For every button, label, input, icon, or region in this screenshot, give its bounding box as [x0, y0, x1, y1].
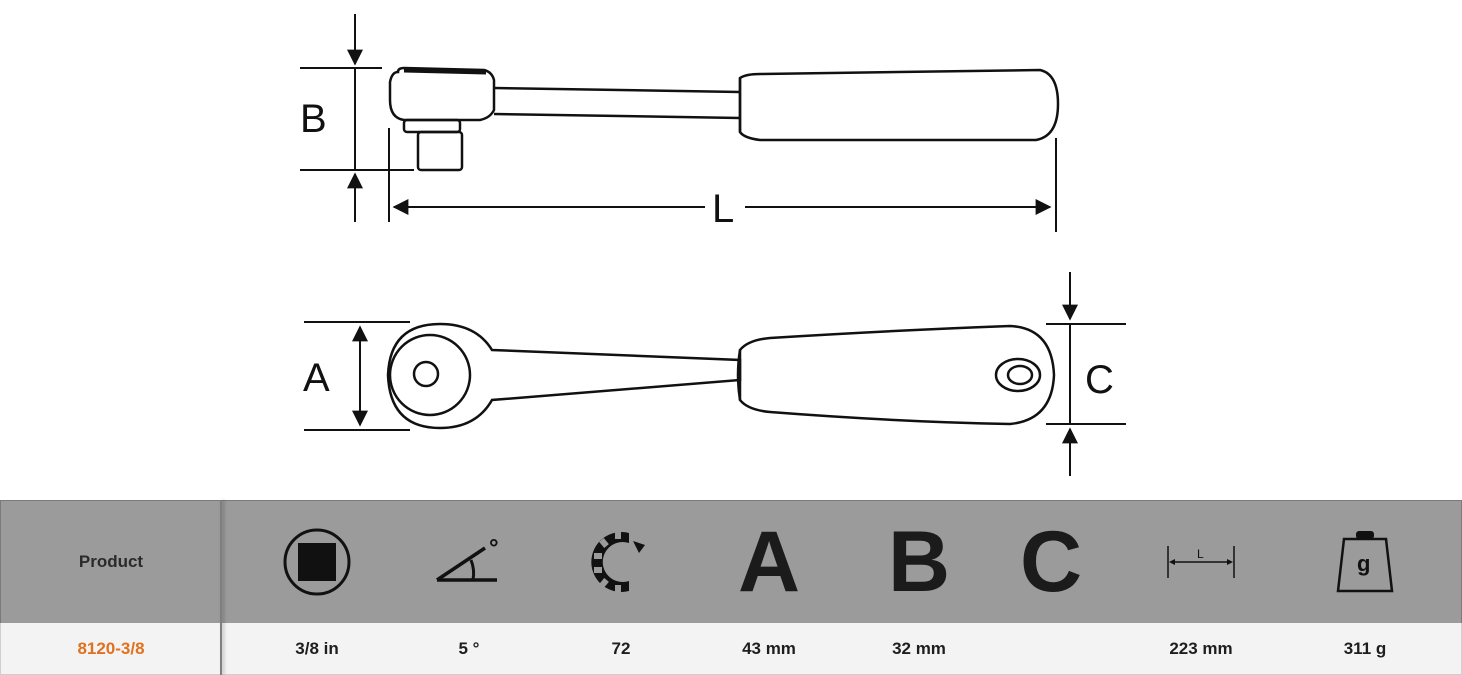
teeth-value: 72: [611, 638, 631, 658]
dimension-l: [388, 128, 1057, 232]
dimension-c-icon: C: [1019, 514, 1083, 610]
side-view: [388, 66, 1060, 172]
weight-g-icon: g: [1323, 501, 1407, 623]
column-separator: [220, 500, 222, 675]
svg-text:g: g: [1357, 551, 1370, 576]
svg-text:L: L: [1197, 547, 1204, 561]
angle-value: 5 °: [458, 638, 480, 658]
dimension-c: [1046, 272, 1126, 476]
dimension-b: [300, 14, 414, 222]
technical-drawing: B L A C: [300, 14, 1126, 476]
length-value: 223 mm: [1169, 638, 1233, 658]
top-view: [386, 322, 1056, 430]
dimension-a-value: 43 mm: [742, 638, 796, 658]
spec-table: Product °: [0, 500, 1462, 675]
square-drive-icon: [271, 501, 363, 623]
weight-value: 311 g: [1343, 638, 1387, 658]
product-header: Product: [78, 552, 144, 571]
drive-size-value: 3/8 in: [295, 638, 339, 658]
dimension-c-value: [1001, 623, 1101, 674]
label-a: A: [303, 356, 330, 400]
dimension-a-icon: A: [737, 514, 801, 610]
product-code[interactable]: 8120-3/8: [77, 638, 145, 658]
label-b: B: [300, 97, 327, 141]
angle-degree-icon: °: [421, 501, 517, 623]
label-c: C: [1085, 358, 1114, 402]
table-row: 8120-3/8 3/8 in 5 ° 72 43 mm 32 mm 223 m…: [0, 623, 1462, 675]
dimension-a: [304, 321, 410, 431]
svg-text:°: °: [489, 535, 499, 562]
length-l-icon: L: [1161, 501, 1241, 623]
dimension-b-value: 32 mm: [892, 638, 946, 658]
dimension-b-icon: B: [887, 514, 951, 610]
label-l: L: [712, 187, 734, 231]
gear-teeth-icon: [581, 501, 661, 623]
